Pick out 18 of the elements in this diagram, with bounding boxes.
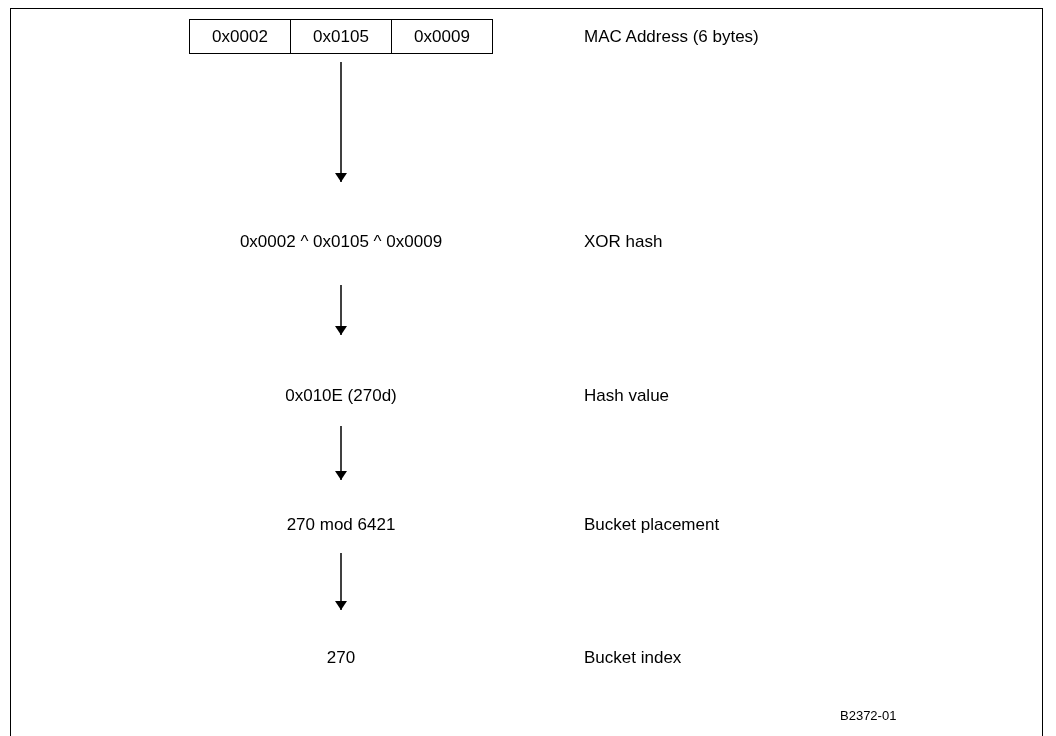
step-text: 0x0002 ^ 0x0105 ^ 0x0009 (239, 232, 443, 252)
byte-field: 0x0002 (190, 20, 290, 53)
arrow (336, 552, 346, 611)
arrow (336, 61, 346, 183)
step-description: Hash value (584, 386, 670, 406)
arrow (336, 284, 346, 336)
arrow (336, 425, 346, 481)
address-box (189, 19, 493, 54)
step-text: 270 mod 6421 (286, 515, 396, 535)
step-description: MAC Address (6 bytes) (584, 27, 759, 47)
step-description: Bucket index (584, 648, 682, 668)
step-text: 270 (326, 648, 356, 668)
figure-number: B2372-01 (840, 708, 897, 723)
step-description: Bucket placement (584, 515, 720, 535)
byte-field: 0x0105 (290, 20, 391, 53)
step-description: XOR hash (584, 232, 663, 252)
byte-field: 0x0009 (391, 20, 492, 53)
step-text: 0x010E (270d) (285, 386, 397, 406)
